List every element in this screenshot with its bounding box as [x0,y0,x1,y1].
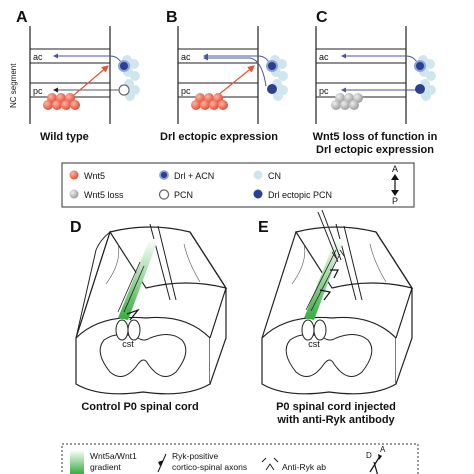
panel-a: A ac pc NC seg [9,9,140,143]
panel-e-caption-line2: with anti-Ryk antibody [276,414,395,426]
ac-label: ac [181,52,191,62]
drl-ectopic-pcn [267,84,277,94]
wnt5-loss-swatch [69,189,79,199]
wnt5-cluster [191,93,228,110]
drl-ectopic-pcn [415,84,425,94]
growth-cone [341,87,346,93]
growth-cone [53,53,58,59]
pcn-swatch [158,189,170,200]
wnt-gradient-area [304,238,344,320]
legend-drl-ectopic-pcn: Drl ectopic PCN [268,190,332,200]
panel-c-caption-line2: Drl ectopic expression [316,144,434,156]
panel-d-letter: D [70,219,82,236]
ectopic-pc-axon [208,57,267,87]
panel-c: C ac pc Wnt5 loss of function in Drl ect [313,9,438,156]
legend-ryk-line1: Ryk-positive [172,451,219,461]
legend-bottom: Wnt5a/Wnt1 gradient Ryk-positive cortico… [61,443,419,474]
legend-bottom-box [61,443,419,474]
panel-a-letter: A [16,9,28,26]
panel-c-caption-line1: Wnt5 loss of function in [313,131,438,143]
drl-acn-neuron [118,60,130,72]
cn-swatch [253,170,263,180]
wnt5-cluster [43,93,80,110]
wnt5-swatch [69,170,79,180]
nc-segment-label: NC segment [9,63,18,108]
panel-c-letter: C [316,9,328,26]
legend-wnt5: Wnt5 [84,171,105,181]
axon-arrow-icon [126,308,140,321]
legend-anti-ryk: Anti-Ryk ab [282,462,326,472]
legend-wnt5-loss: Wnt5 loss [84,190,124,200]
spinal-cord-cross-section [99,319,187,377]
legend-gradient-line2: gradient [90,462,121,472]
cst-axons [123,265,145,313]
cn-cluster [270,55,288,101]
ryk-axon-icon [157,453,167,473]
panel-e-caption-line1: P0 spinal cord injected [276,401,396,413]
panel-d: D cst Control P0 sp [70,219,228,413]
panel-c-segment [315,26,407,124]
panel-b-letter: B [166,9,178,26]
anti-ryk-ab-icon [261,457,279,471]
panel-a-caption: Wild type [40,131,89,143]
wnt5-loss-cluster [331,93,363,110]
ap-axis-arrow-icon [391,174,399,196]
pc-label: pc [319,86,329,96]
cst-label: cst [122,339,134,349]
axis-a-label: A [392,164,398,174]
axis-d-label: D [366,451,372,460]
ac-label: ac [319,52,329,62]
legend-ryk-line2: cortico-spinal axons [172,462,247,472]
pc-label: pc [33,86,43,96]
axon-arrow-icon [330,269,339,279]
gradient-swatch [70,450,84,474]
spinal-cord-cross-section [285,319,373,377]
panel-e: E cst P0 spinal cord injected [258,209,414,426]
legend-pcn: PCN [174,190,193,200]
drl-acn-swatch [159,170,169,180]
injection-needle-icon [317,209,345,263]
drl-acn-neuron [266,60,278,72]
growth-cone [203,55,208,61]
wnt5-signal-line [67,65,109,101]
drl-acn-neuron [414,60,426,72]
cst-label: cst [308,339,320,349]
panel-b-segment [177,26,259,124]
cst-axons [310,253,341,312]
pc-label: pc [181,86,191,96]
drl-ectopic-pcn-swatch [253,189,263,199]
axon-arrow-icon [319,289,332,301]
growth-cone [53,87,58,93]
legend-top: Wnt5 Wnt5 loss Drl + ACN PCN CN Drl ecto… [61,162,415,208]
legend-drl-acn: Drl + ACN [174,171,214,181]
cst-axons [117,261,141,313]
cst-axons [305,249,337,311]
panel-d-caption: Control P0 spinal cord [81,401,198,413]
growth-cone [341,53,346,59]
axis-p-label: P [392,196,398,206]
legend-top-box [61,162,415,208]
ac-label: ac [33,52,43,62]
legend-cn: CN [268,171,281,181]
panel-b: B ac pc Drl ectopic expression [160,9,288,143]
legend-gradient-line1: Wnt5a/Wnt1 [90,451,137,461]
axis-a-label-bottom: A [380,445,386,454]
panel-b-caption: Drl ectopic expression [160,131,278,143]
pcn-neuron [118,84,130,96]
panel-e-letter: E [258,219,269,236]
